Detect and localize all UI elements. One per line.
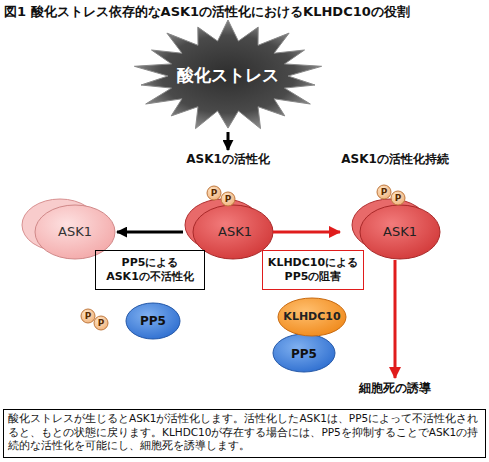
shape-outline	[278, 298, 346, 336]
phosphate-label: P	[221, 192, 235, 206]
caption-box: 酸化ストレスが生じるとASK1が活性化します。活性化したASK1は、PP5によっ…	[3, 409, 486, 458]
klhdc10-protein: KLHDC10	[277, 297, 347, 337]
flow-arrow	[227, 132, 230, 150]
phosphate-label: P	[391, 191, 405, 205]
node-label: ASK1	[360, 222, 440, 242]
phosphate-label: P	[377, 185, 391, 199]
flow-arrow	[117, 230, 183, 233]
sustained-ask1: ASK1の活性化持続ASK1	[340, 150, 450, 260]
shape-outline	[273, 334, 335, 372]
phosphate-circle	[377, 185, 391, 199]
node-label: PP5	[125, 302, 181, 340]
process-box: KLHDC10による PP5の阻害	[262, 250, 364, 290]
node-label: KLHDC10	[277, 297, 347, 337]
node-label: 細胞死の誘導	[335, 378, 455, 398]
flow-arrow	[394, 260, 397, 378]
phosphate-label: P	[81, 309, 95, 323]
pp5-protein: PP5	[125, 302, 181, 340]
node-label: PP5による ASK1の不活性化	[96, 251, 204, 289]
node-label: ASK1	[35, 222, 115, 242]
phosphate-circle	[81, 309, 95, 323]
figure-title: 図1 酸化ストレス依存的なASK1の活性化におけるKLHDC10の役割	[4, 3, 410, 21]
node-label: KLHDC10による PP5の阻害	[263, 251, 363, 289]
phosphate-circle	[94, 316, 108, 330]
stress-burst: 酸化ストレス	[133, 20, 323, 132]
flow-arrow	[273, 230, 340, 233]
node-label: 酸化ストレス	[133, 20, 323, 132]
pp5-protein: PP5	[272, 333, 336, 373]
node-label: ASK1	[195, 222, 275, 242]
phosphate-label: P	[94, 316, 108, 330]
node-heading: ASK1の活性化持続	[325, 150, 465, 168]
shape-outline	[126, 303, 180, 339]
shape-outline	[360, 205, 440, 259]
phosphate-label: P	[207, 186, 221, 200]
outcome-text: 細胞死の誘導	[345, 378, 445, 398]
sustained-ask1-outline	[340, 150, 450, 260]
active-ask1: ASK1の活性化ASK1	[183, 150, 273, 260]
caption-text: 酸化ストレスが生じるとASK1が活性化します。活性化したASK1は、PP5によっ…	[8, 412, 481, 453]
node-heading: ASK1の活性化	[168, 150, 288, 168]
active-ask1-outline	[183, 150, 273, 260]
phosphate-circle	[207, 186, 221, 200]
node-label: PP5	[272, 335, 336, 373]
process-box: PP5による ASK1の不活性化	[95, 250, 205, 290]
